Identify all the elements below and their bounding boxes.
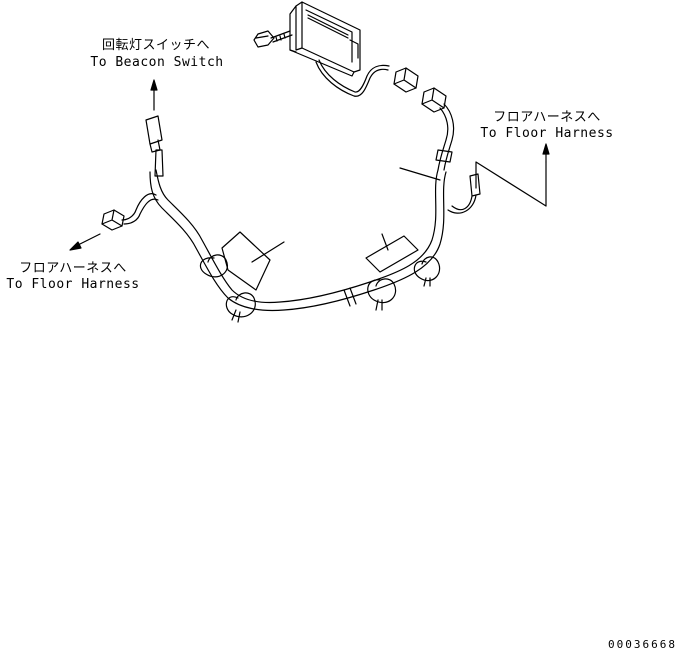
clip-boxes	[222, 232, 418, 290]
arrow-left-floor	[70, 234, 100, 250]
connector-beacon-switch	[146, 116, 162, 152]
leader-lines	[252, 162, 546, 262]
lamp-wire	[316, 60, 389, 96]
label-floor-harness-left-en: To Floor Harness	[6, 277, 140, 292]
label-beacon-switch-jp: 回転灯スイッチへ	[101, 38, 210, 53]
connector-pair-top	[394, 68, 446, 112]
label-floor-harness-right-en: To Floor Harness	[480, 126, 614, 141]
main-harness-sheath	[150, 150, 446, 311]
right-branch-wire	[436, 104, 454, 170]
connector-right	[448, 174, 480, 213]
label-floor-harness-right-jp: フロアハーネスへ	[493, 110, 601, 125]
beacon-lamp-unit	[290, 2, 360, 76]
label-beacon-switch-en: To Beacon Switch	[90, 55, 224, 70]
arrow-up-floor-right	[543, 144, 549, 162]
left-branch-wire	[102, 194, 158, 230]
arrow-up-beacon	[151, 80, 157, 110]
clamp-coils	[200, 255, 439, 322]
drawing-id: 00036668	[608, 638, 677, 651]
label-floor-harness-left-jp: フロアハーネスへ	[19, 261, 127, 276]
bolt	[254, 31, 292, 47]
